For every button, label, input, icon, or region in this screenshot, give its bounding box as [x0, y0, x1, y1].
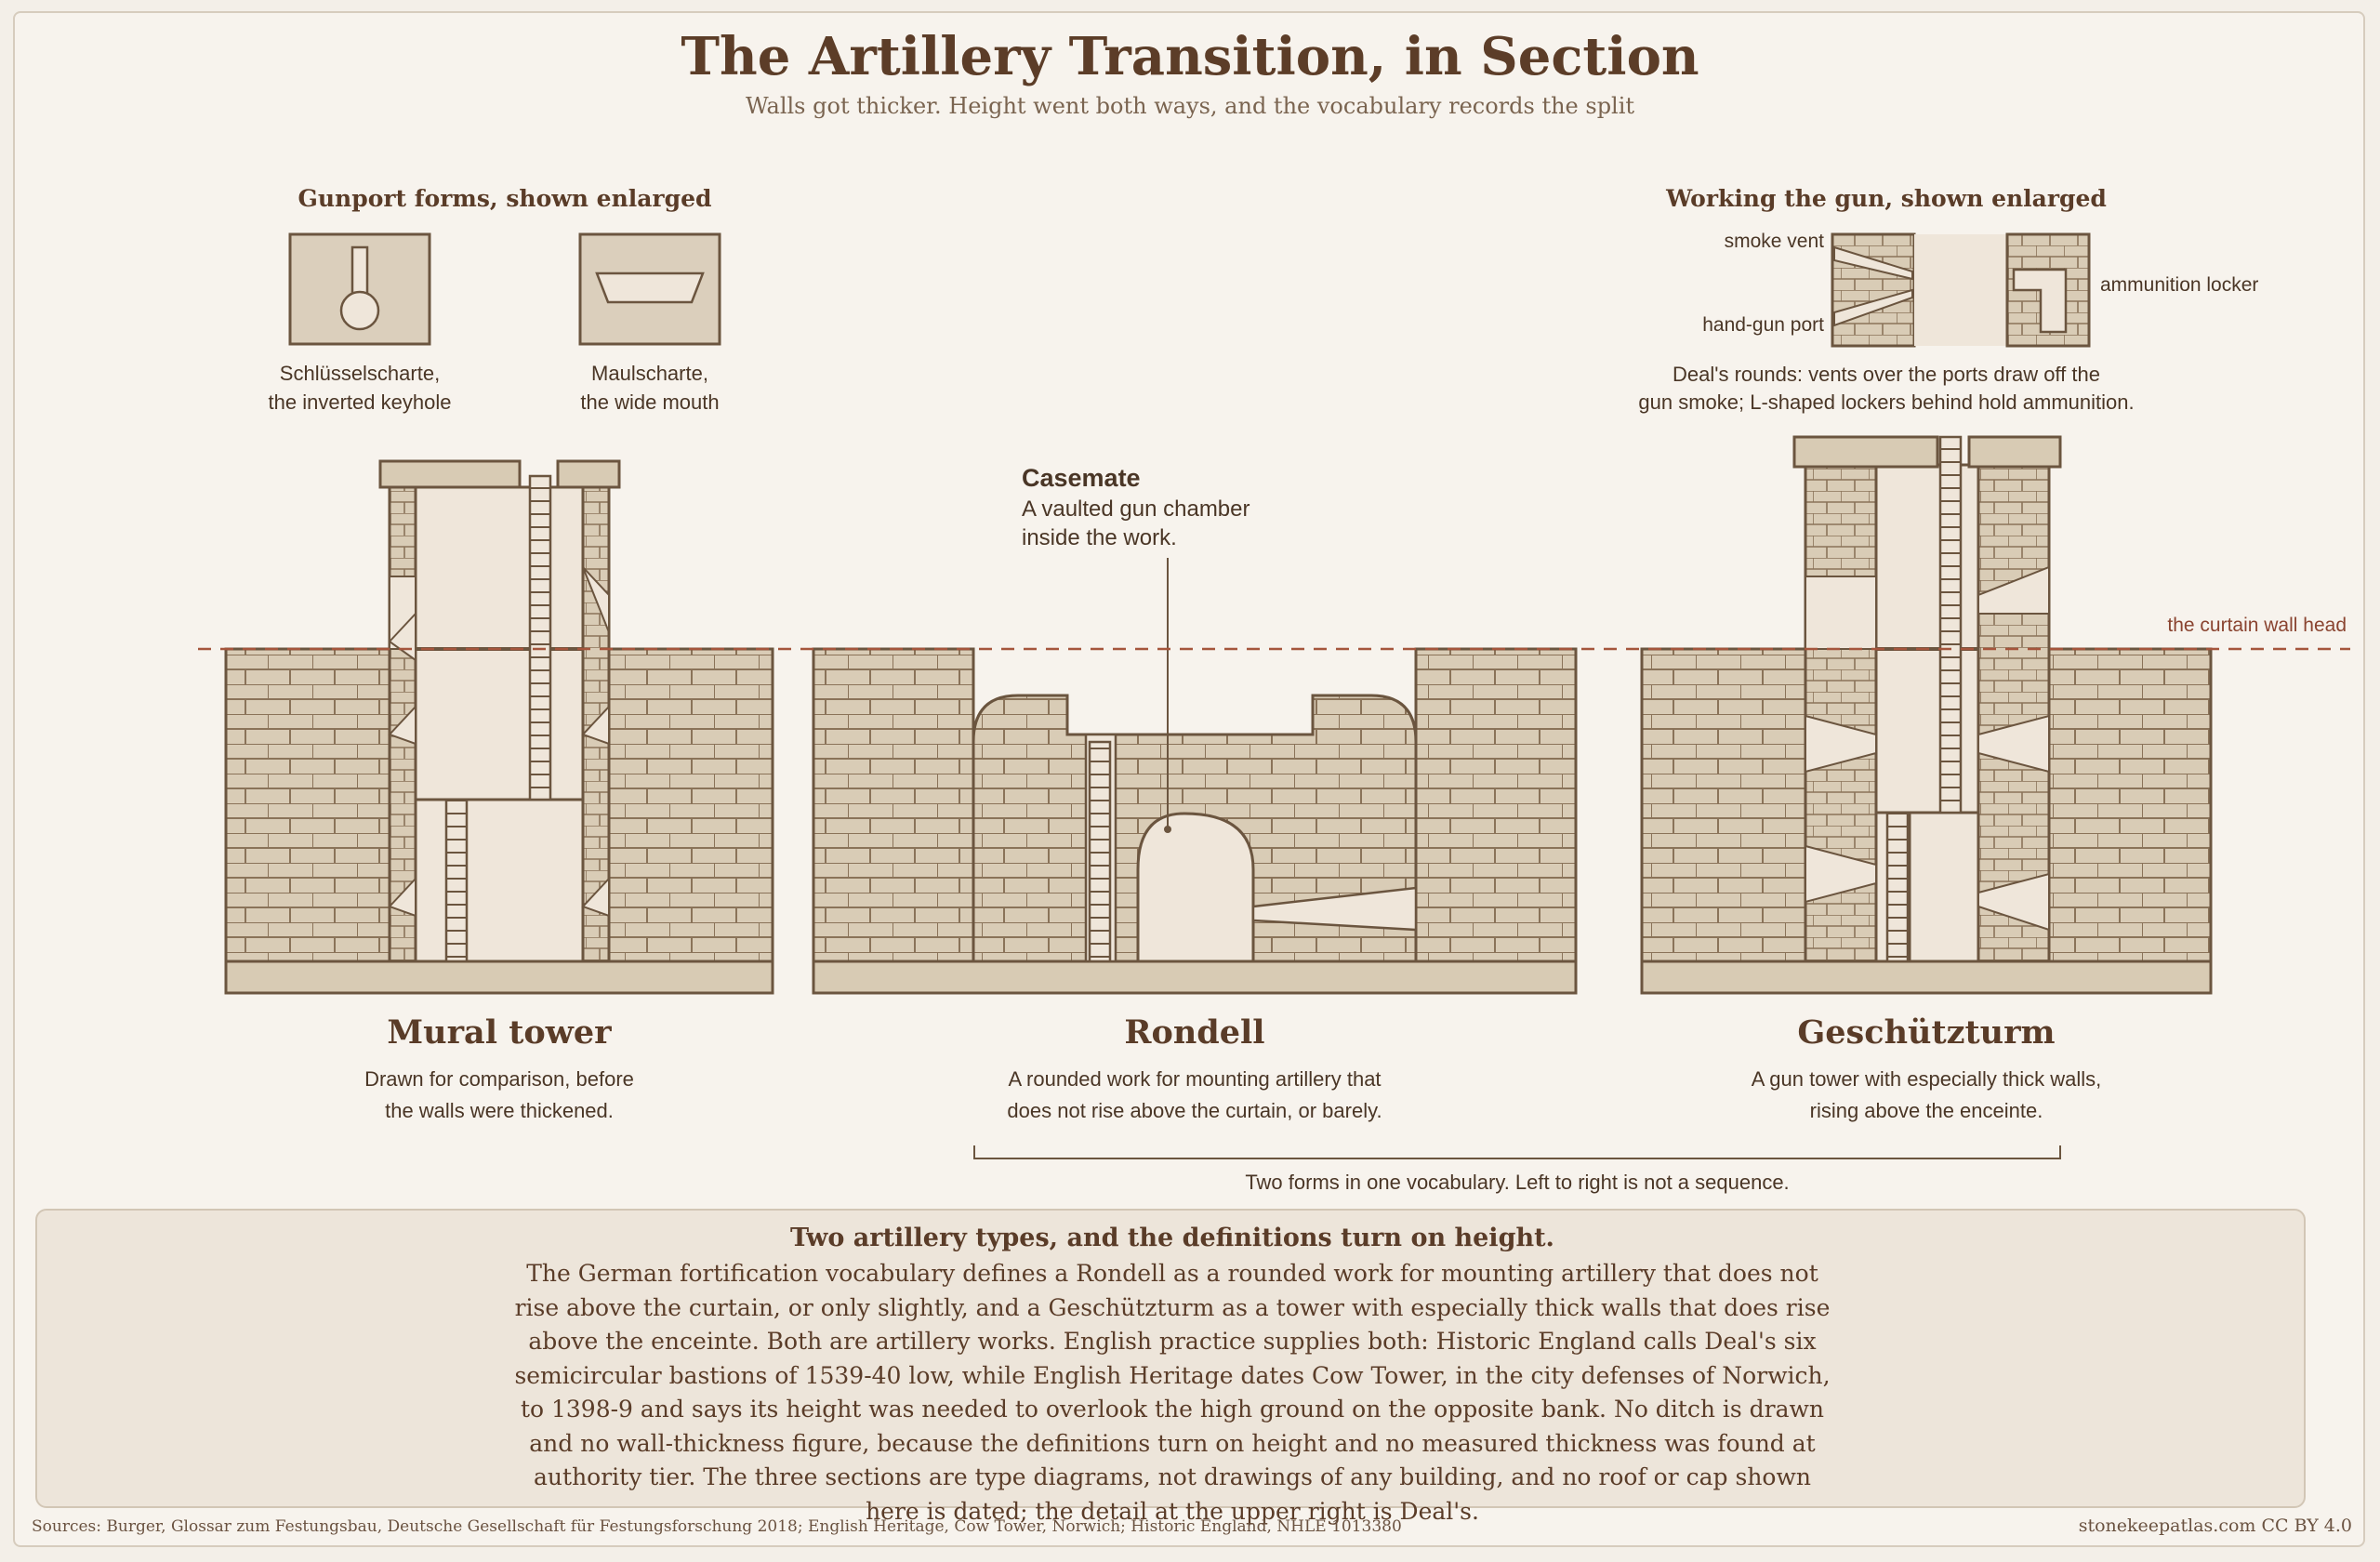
vent-wall-detail — [1831, 232, 1916, 348]
casemate-desc-line1: A vaulted gun chamber — [1022, 496, 1250, 522]
working-gun-panel: Working the gun, shown enlarged smoke ve… — [1638, 185, 2258, 414]
credit-footer: stonekeepatlas.com CC BY 4.0 — [2078, 1516, 2352, 1536]
rondell-desc-line2: does not rise above the curtain, or bare… — [1007, 1099, 1382, 1122]
mural-tower-desc-line2: the walls were thickened. — [385, 1099, 614, 1122]
working-caption-line2: gun smoke; L-shaped lockers behind hold … — [1638, 390, 2134, 414]
explanation-body: The German fortification vocabulary defi… — [514, 1260, 1831, 1525]
bracket-note: Two forms in one vocabulary. Left to rig… — [1245, 1171, 1789, 1194]
geschuetzturm-title: Geschützturm — [1797, 1013, 2055, 1052]
keyhole-label-line1: Schlüsselscharte, — [280, 362, 440, 385]
rondell-title: Rondell — [1124, 1013, 1264, 1052]
working-heading: Working the gun, shown enlarged — [1665, 185, 2107, 212]
casemate-title: Casemate — [1022, 464, 1141, 492]
mural-tower-desc-line1: Drawn for comparison, before — [364, 1067, 634, 1091]
locker-wall-detail — [2005, 232, 2091, 348]
vocabulary-bracket — [973, 1145, 2061, 1159]
geschuetzturm-desc-line1: A gun tower with especially thick walls, — [1752, 1067, 2102, 1091]
mouth-gunport-icon — [578, 232, 721, 346]
smoke-vent-label: smoke vent — [1725, 231, 1825, 252]
casemate-desc-line2: inside the work. — [1022, 525, 1177, 550]
explanation-box: Two artillery types, and the definitions… — [35, 1209, 2306, 1525]
gunport-heading: Gunport forms, shown enlarged — [298, 185, 712, 212]
explanation-title: Two artillery types, and the definitions… — [790, 1224, 1554, 1252]
geschuetzturm-section — [1640, 435, 2213, 995]
keyhole-label-line2: the inverted keyhole — [269, 390, 452, 414]
curtain-wall-head-label: the curtain wall head — [2167, 615, 2347, 636]
mural-tower-section — [224, 459, 774, 995]
rondell-section — [812, 558, 1578, 995]
gunport-forms-panel: Gunport forms, shown enlarged Schlüssels… — [269, 185, 721, 414]
sources-footer: Sources: Burger, Glossar zum Festungsbau… — [32, 1517, 1402, 1536]
rondell-desc-line1: A rounded work for mounting artillery th… — [1008, 1067, 1381, 1091]
mural-tower-title: Mural tower — [387, 1013, 612, 1052]
geschuetzturm-desc-line2: rising above the enceinte. — [1810, 1099, 2043, 1122]
keyhole-gunport-icon — [288, 232, 431, 346]
working-caption-line1: Deal's rounds: vents over the ports draw… — [1673, 363, 2100, 386]
ammunition-locker-label: ammunition locker — [2100, 274, 2258, 296]
hand-gun-port-label: hand-gun port — [1702, 314, 1824, 336]
page-title: The Artillery Transition, in Section — [681, 26, 1699, 87]
mouth-label-line2: the wide mouth — [580, 390, 719, 414]
mouth-label-line1: Maulscharte, — [591, 362, 708, 385]
page-subtitle: Walls got thicker. Height went both ways… — [745, 93, 1635, 119]
